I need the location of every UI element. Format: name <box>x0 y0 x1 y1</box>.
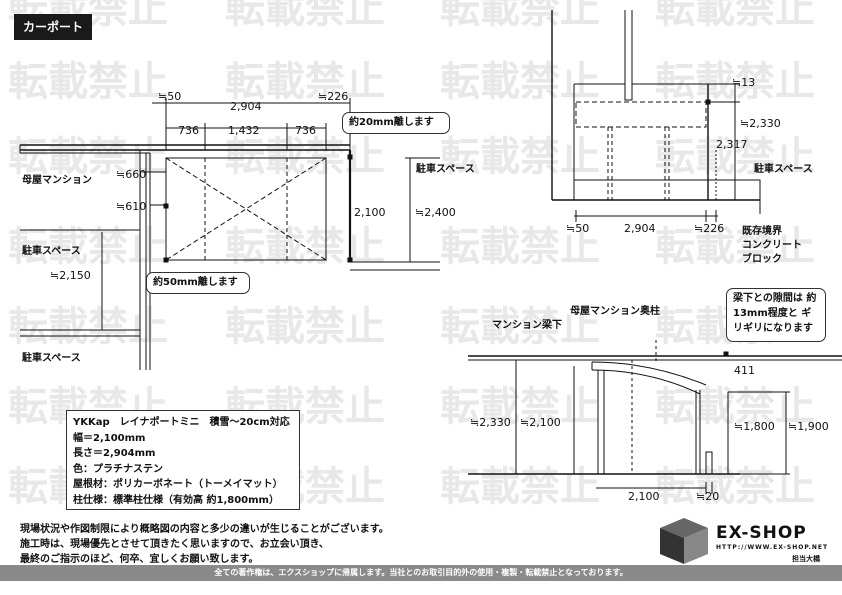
watermark-text: 転載禁止 <box>8 224 168 270</box>
spec-pillar: 柱仕様：標準柱仕様（有効高 約1,800mm） <box>73 494 279 506</box>
dim-side-h1: ≒2,330 <box>740 117 781 130</box>
dim-depth-inner: 2,100 <box>354 206 386 219</box>
watermark-text: 転載禁止 <box>8 134 168 180</box>
watermark-text: 転載禁止 <box>225 224 385 270</box>
watermark-text: 転載禁止 <box>655 224 815 270</box>
watermark-text: 転載禁止 <box>440 134 600 180</box>
dim-right-offset: ≒226 <box>318 90 348 103</box>
spec-roof: 屋根材：ポリカーボネート（トーメイマット） <box>73 479 283 490</box>
notes: 現場状況や作図制限により概略図の内容と多少の違いが生じることがございます。 施工… <box>20 522 389 567</box>
side-dimensions: ≒13 ≒2,330 2,317 ≒50 2,904 ≒226 駐車スペース 既… <box>566 76 813 265</box>
dim-seg-right: 736 <box>295 124 316 137</box>
dim-house-a: ≒660 <box>116 168 146 181</box>
callout-beam-gap: 梁下との隙間は 約13mm程度と ギリギリになります <box>726 288 826 342</box>
note-line-2: 施工時は、現場優先とさせて頂きたく思いますので、お立会い頂き、 <box>20 539 329 550</box>
watermark-text: 転載禁止 <box>440 304 600 350</box>
plan-view <box>19 98 440 370</box>
callout-gap-20mm: 約20mm離します <box>342 112 450 134</box>
dim-front-width: 2,100 <box>628 490 660 503</box>
dim-left-offset: ≒50 <box>158 90 181 103</box>
watermark-text: 転載禁止 <box>655 464 815 510</box>
watermark-text: 転載禁止 <box>225 0 385 32</box>
dim-front-h-inner: ≒2,100 <box>520 416 561 429</box>
watermark-text: 転載禁止 <box>655 0 815 32</box>
dim-house-b: ≒610 <box>116 200 146 213</box>
dim-seg-left: 736 <box>178 124 199 137</box>
dim-side-bottom-mid: 2,904 <box>624 222 656 235</box>
front-view <box>468 340 842 494</box>
dim-front-post-h: ≒1,800 <box>734 420 775 433</box>
watermark-text: 転載禁止 <box>8 304 168 350</box>
label-side-parking: 駐車スペース <box>754 162 813 175</box>
label-block-2: コンクリート <box>742 239 802 251</box>
front-dimensions: ≒2,330 ≒2,100 411 ≒1,800 ≒1,900 2,100 ≒2… <box>470 304 829 503</box>
label-block-1: 既存境界 <box>742 224 782 237</box>
label-parking-bottom: 駐車スペース <box>22 351 81 364</box>
label-block-3: ブロック <box>742 252 782 265</box>
spec-length: 長さ＝2,904mm <box>73 448 156 459</box>
watermark-text: 転載禁止 <box>225 304 385 350</box>
spec-product: YKKap レイナポートミニ 積雪～20cm対応 <box>73 417 290 428</box>
label-parking-right: 駐車スペース <box>416 162 475 175</box>
brand-url: HTTP://WWW.EX-SHOP.NET <box>716 544 829 551</box>
spec-box: YKKap レイナポートミニ 積雪～20cm対応 幅＝2,100mm 長さ＝2,… <box>66 410 300 510</box>
watermark-text: 転載禁止 <box>440 224 600 270</box>
staff-name: 担当大橋 <box>792 555 820 563</box>
dim-front-post-off: ≒20 <box>696 490 719 503</box>
watermark-text: 転載禁止 <box>440 384 600 430</box>
watermark-text: 転載禁止 <box>440 0 600 32</box>
page-title: カーポート <box>14 14 92 40</box>
label-pillar: 母屋マンション奥柱 <box>570 304 660 317</box>
watermark-text: 転載禁止 <box>225 134 385 180</box>
dim-total-width: 2,904 <box>230 100 262 113</box>
label-parking-left: 駐車スペース <box>22 244 81 257</box>
note-line-1: 現場状況や作図制限により概略図の内容と多少の違いが生じることがございます。 <box>20 524 389 535</box>
side-view <box>551 10 761 222</box>
brand-name: EX-SHOP <box>716 523 807 543</box>
dim-side-bottom-right: ≒226 <box>694 222 724 235</box>
ex-shop-logo-icon <box>660 518 708 564</box>
watermark-text: 転載禁止 <box>440 464 600 510</box>
watermark-text: 転載禁止 <box>440 59 600 105</box>
note-line-3: 最終のご指示のほど、何卒、宜しくお願い致します。 <box>20 554 259 565</box>
dim-side-top-small: ≒13 <box>732 76 755 89</box>
label-beam: マンション梁下 <box>492 318 562 331</box>
dim-seg-mid: 1,432 <box>228 124 260 137</box>
dim-front-h-total: ≒2,330 <box>470 416 511 429</box>
callout-gap-50mm: 約50mm離します <box>146 272 250 294</box>
dim-front-post-h2: ≒1,900 <box>788 420 829 433</box>
dim-side-h2: 2,317 <box>716 138 748 151</box>
footer-copyright: 全ての著作権は、エクスショップに帰属します。当社とのお取引目的外の使用・複製・転… <box>0 565 842 581</box>
watermark-text: 転載禁止 <box>8 59 168 105</box>
dim-depth-outer: ≒2,400 <box>415 206 456 219</box>
dim-front-gap: 411 <box>734 364 755 377</box>
dim-clearance: ≒2,150 <box>50 269 91 282</box>
label-house: 母屋マンション <box>22 174 92 186</box>
spec-color: 色：プラチナステン <box>73 463 163 475</box>
watermark-text: 転載禁止 <box>225 59 385 105</box>
dim-side-bottom-left: ≒50 <box>566 222 589 235</box>
spec-width: 幅＝2,100mm <box>73 432 146 444</box>
plan-dimensions: ≒50 2,904 ≒226 736 1,432 736 ≒660 ≒610 ≒… <box>22 90 475 364</box>
